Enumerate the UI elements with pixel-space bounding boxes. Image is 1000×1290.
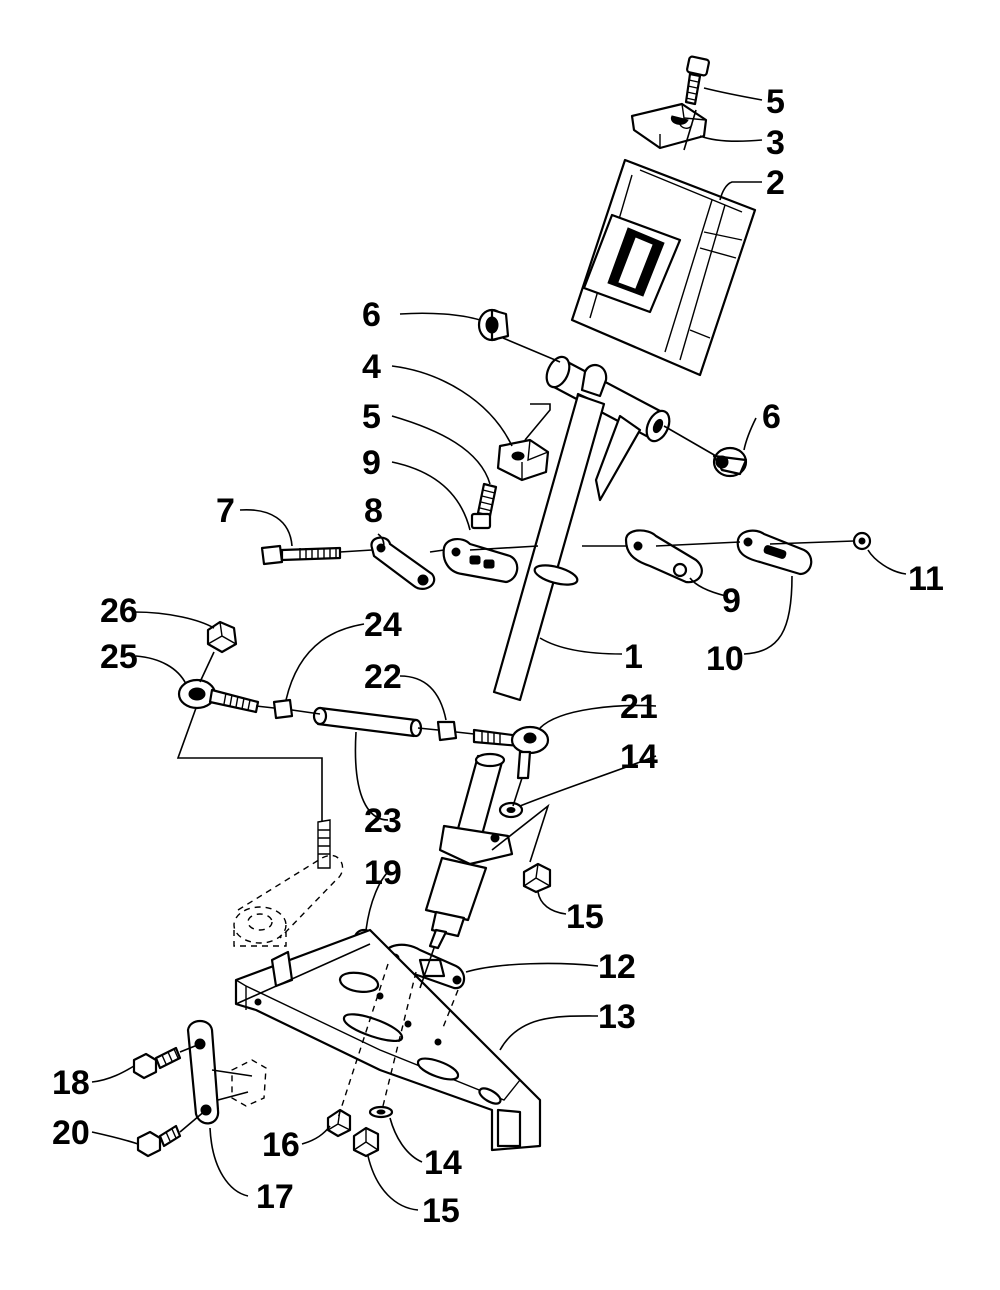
callout-3: 3: [766, 124, 785, 162]
part-26-nut: [206, 620, 238, 654]
part-5-top-bolt: [684, 55, 710, 106]
callout-6-right: 6: [762, 398, 781, 436]
part-22-jam-nut: [436, 720, 458, 742]
part-2-column-cover: [570, 158, 757, 377]
part-11-nut: [852, 531, 872, 551]
part-6-right-plug: [712, 446, 748, 478]
callout-22: 22: [364, 658, 402, 696]
part-14-lower-washer: [368, 1105, 394, 1119]
callout-6-left: 6: [362, 296, 381, 334]
callout-12: 12: [598, 948, 636, 986]
part-1-steering-post: [492, 355, 671, 702]
callout-24: 24: [364, 606, 402, 644]
part-15-lower-nut: [352, 1126, 380, 1158]
part-15-upper-nut: [522, 862, 552, 894]
pitman-arm-reference: [233, 819, 344, 947]
callout-14-lower: 14: [424, 1144, 462, 1182]
part-18-bolt: [132, 1046, 182, 1080]
callout-labels: 5 3 2 6 6 4 5 9 7 8 9 11 10 1 26 24 25 2…: [52, 83, 944, 1230]
part-8-link-plate: [370, 536, 436, 590]
callout-7: 7: [216, 492, 235, 530]
callout-17: 17: [256, 1178, 294, 1216]
callout-9-right: 9: [722, 582, 741, 620]
callout-16: 16: [262, 1126, 300, 1164]
callout-11: 11: [908, 560, 944, 598]
callout-23: 23: [364, 802, 402, 840]
callout-5-lower: 5: [362, 398, 381, 436]
callout-9-left: 9: [362, 444, 381, 482]
callout-25: 25: [100, 638, 138, 676]
part-10-slotted-block: [736, 529, 813, 576]
callout-21: 21: [620, 688, 658, 726]
part-4-lower-clamp: [496, 438, 550, 482]
part-13-steering-support: [234, 928, 542, 1152]
callout-15-lower: 15: [422, 1192, 460, 1230]
callout-20: 20: [52, 1114, 90, 1152]
callout-19: 19: [364, 854, 402, 892]
callout-5: 5: [766, 83, 785, 121]
callout-14-upper: 14: [620, 738, 658, 776]
callout-8: 8: [364, 492, 383, 530]
part-9-left-block: [442, 538, 519, 584]
part-24-jam-nut: [272, 698, 294, 720]
part-25-rod-end: [177, 678, 260, 714]
part-7-long-bolt: [260, 544, 342, 566]
callout-10: 10: [706, 640, 744, 678]
assembly-lines: [91, 87, 907, 1211]
callout-2: 2: [766, 164, 785, 202]
part-9-right-block: [624, 529, 703, 584]
callout-18: 18: [52, 1064, 90, 1102]
lower-steering-column: [424, 752, 514, 950]
callout-13: 13: [598, 998, 636, 1036]
part-23-tie-rod-sleeve: [312, 706, 423, 738]
hex-reference-dashed: [231, 1059, 267, 1107]
callout-15-upper: 15: [566, 898, 604, 936]
part-21-rod-end: [472, 725, 550, 780]
part-17-bracket: [186, 1019, 220, 1125]
part-20-bolt: [136, 1124, 182, 1158]
part-16-nut: [326, 1108, 352, 1138]
callout-26: 26: [100, 592, 138, 630]
part-6-left-plug: [477, 308, 510, 342]
callout-4: 4: [362, 348, 381, 386]
part-3-upper-clamp: [630, 102, 708, 150]
part-5-lower-bolt: [470, 482, 498, 530]
callout-1: 1: [624, 638, 643, 676]
part-14-upper-washer: [498, 801, 524, 819]
